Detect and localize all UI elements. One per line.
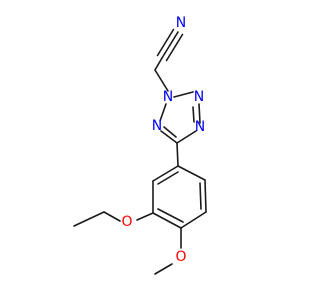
bond-tetrazole-phenyl	[176, 142, 179, 167]
bond-ch2-nitrile-c	[154, 57, 163, 71]
molecule-canvas: N N N N N O O	[73, 15, 207, 275]
benzene-ring	[152, 165, 207, 229]
atom-label-tetrazole-n4: N	[195, 119, 205, 135]
atom-label-tetrazole-n3: N	[194, 89, 204, 105]
structure-diagram: N N N N N O O	[73, 15, 207, 275]
bond-ring-ethoxy-o	[136, 212, 154, 221]
bond-n3-n4-inner	[192, 106, 195, 123]
bond-ethyl-ch2-ch3	[73, 211, 105, 227]
atom-label-ethoxy-o: O	[121, 214, 132, 230]
bond-methoxy-o-ch3	[154, 263, 173, 275]
atom-label-nitrile-n: N	[176, 15, 186, 31]
bond-ch2-ring-n	[154, 69, 169, 92]
nitrile-triple-bond	[156, 28, 184, 62]
bond-n4-c5	[176, 130, 197, 144]
bond-c5-n1	[160, 130, 178, 144]
bond-n2-n3	[173, 91, 194, 98]
bond-c5-n1-inner	[163, 126, 177, 138]
bond-n1-n2	[159, 103, 167, 122]
atom-label-tetrazole-n2: N	[163, 89, 173, 105]
bond-ethoxy-o-ch2	[103, 211, 121, 222]
atom-label-methoxy-o: O	[175, 249, 186, 265]
bond-n3-n4	[198, 103, 201, 124]
atom-label-tetrazole-n1: N	[152, 118, 162, 134]
